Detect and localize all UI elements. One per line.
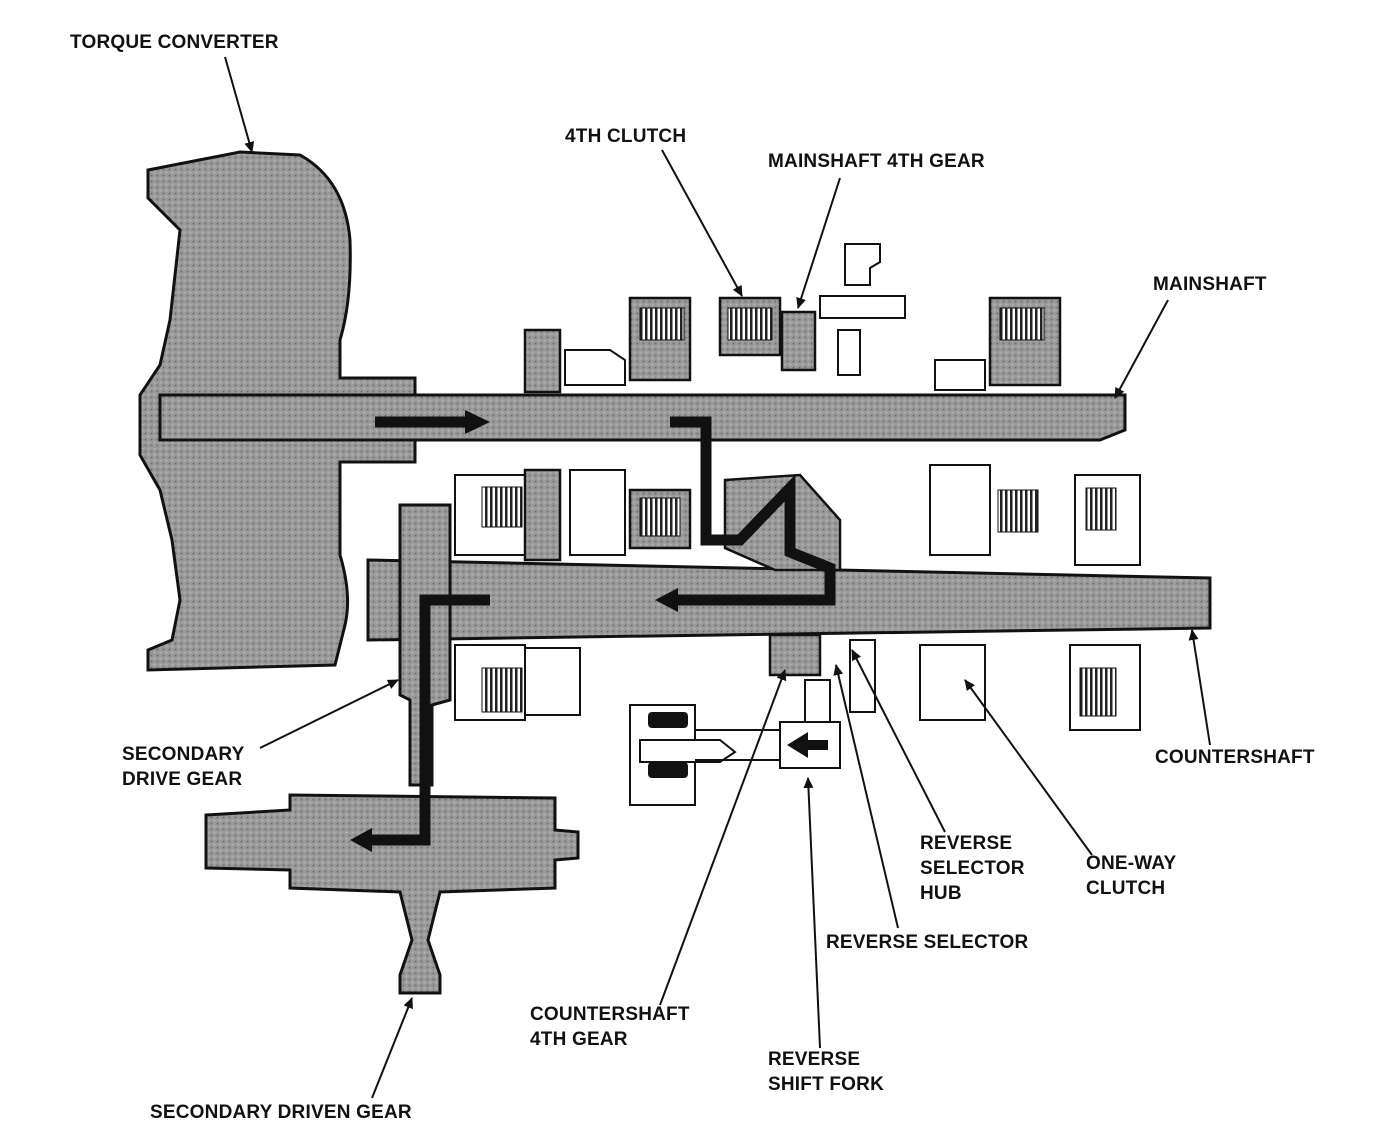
lower-outlines	[454, 464, 1141, 731]
label-torque-converter: TORQUE CONVERTER	[70, 32, 279, 53]
leader-countershaft-4th-gear	[659, 669, 787, 1006]
reverse-shift-fork	[629, 679, 841, 806]
leader-lines	[224, 56, 1211, 1099]
label-reverse-selector-hub: REVERSE SELECTOR HUB	[920, 833, 1025, 904]
label-secondary-drive-gear: SECONDARY DRIVE GEAR	[122, 744, 245, 790]
leader-countershaft	[1188, 629, 1211, 746]
leader-4th-clutch	[661, 149, 743, 297]
label-4th-clutch: 4TH CLUTCH	[565, 126, 687, 147]
leader-torque-converter	[224, 56, 255, 153]
leader-mainshaft	[1114, 299, 1169, 399]
label-reverse-selector: REVERSE SELECTOR	[826, 932, 1029, 953]
label-reverse-shift-fork: REVERSE SHIFT FORK	[768, 1049, 884, 1095]
secondary-driven-gear	[204, 793, 580, 995]
power-flow-path	[372, 416, 836, 846]
lower-clutch-plates	[481, 486, 1117, 717]
leader-reverse-shift-fork	[803, 777, 821, 1049]
upper-outlines	[564, 243, 986, 391]
upper-clutch-plates	[639, 307, 1045, 341]
label-countershaft: COUNTERSHAFT	[1155, 747, 1315, 768]
label-one-way-clutch: ONE-WAY CLUTCH	[1086, 853, 1177, 899]
reverse-servo-seals	[648, 712, 688, 778]
leader-one-way-clutch	[964, 679, 1093, 856]
label-mainshaft: MAINSHAFT	[1153, 274, 1267, 295]
label-countershaft-4th-gear: COUNTERSHAFT 4TH GEAR	[530, 1004, 690, 1050]
leader-reverse-selector-hub	[851, 649, 946, 833]
mainshaft	[158, 393, 1127, 442]
leader-secondary-drive-gear	[259, 679, 399, 749]
leader-mainshaft-4th-gear	[796, 177, 841, 309]
label-mainshaft-4th-gear: MAINSHAFT 4TH GEAR	[768, 151, 985, 172]
power-flow-arrowheads	[350, 410, 828, 852]
leader-reverse-selector	[833, 664, 899, 929]
label-secondary-driven-gear: SECONDARY DRIVEN GEAR	[150, 1102, 412, 1123]
leader-secondary-driven-gear	[371, 997, 413, 1099]
